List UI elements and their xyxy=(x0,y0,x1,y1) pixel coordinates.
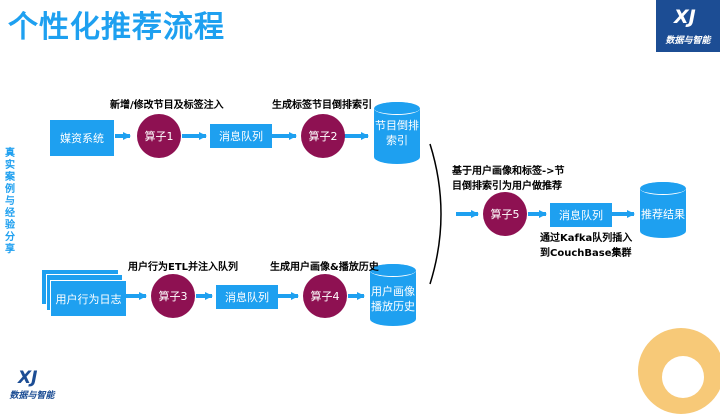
recommend-result-label: 推荐结果 xyxy=(641,208,685,221)
message-queue-1: 消息队列 xyxy=(210,124,272,148)
operator-5: 算子5 xyxy=(483,192,527,236)
program-index-db: 节目倒排索引 xyxy=(374,102,420,164)
label-recommend-line2: 目倒排索引为用户做推荐 xyxy=(452,181,562,192)
label-kafka-line1: 通过Kafka队列插入 xyxy=(540,233,633,244)
page-title: 个性化推荐流程 xyxy=(8,10,225,45)
media-system-box: 媒资系统 xyxy=(50,120,114,156)
decorative-corner-inner xyxy=(662,356,704,398)
label-recommend-line1: 基于用户画像和标签->节 xyxy=(452,166,565,177)
logo-mark: XJ xyxy=(674,6,696,28)
recommend-result-db: 推荐结果 xyxy=(640,182,686,238)
merge-bracket xyxy=(429,143,442,285)
user-profile-db: 用户画像播放历史 xyxy=(370,264,416,326)
label-inject-programs: 新增/修改节目及标签注入 xyxy=(110,100,224,111)
program-index-label: 节目倒排索引 xyxy=(375,119,419,147)
side-label: 真实案例与经验分享 xyxy=(5,148,15,255)
label-build-index: 生成标签节目倒排索引 xyxy=(272,100,372,111)
message-queue-2: 消息队列 xyxy=(216,285,278,309)
footer-logo-text: 数据与智能 xyxy=(9,391,55,401)
label-user-etl: 用户行为ETL并注入队列 xyxy=(128,262,239,273)
footer-logo: XJ 数据与智能 xyxy=(4,368,60,402)
label-user-profile: 生成用户画像&播放历史 xyxy=(270,262,379,273)
operator-3: 算子3 xyxy=(151,274,195,318)
operator-2: 算子2 xyxy=(301,114,345,158)
brand-logo: XJ 数据与智能 xyxy=(656,0,720,52)
footer-logo-mark: XJ xyxy=(18,368,38,388)
flow-arrows xyxy=(115,132,635,300)
operator-4: 算子4 xyxy=(303,274,347,318)
operator-1: 算子1 xyxy=(137,114,181,158)
user-profile-label: 用户画像播放历史 xyxy=(371,285,415,313)
user-logs-box: 用户行为日志 xyxy=(50,280,126,316)
label-kafka-line2: 到CouchBase集群 xyxy=(540,248,632,259)
message-queue-3: 消息队列 xyxy=(550,203,612,227)
logo-text: 数据与智能 xyxy=(665,36,711,46)
